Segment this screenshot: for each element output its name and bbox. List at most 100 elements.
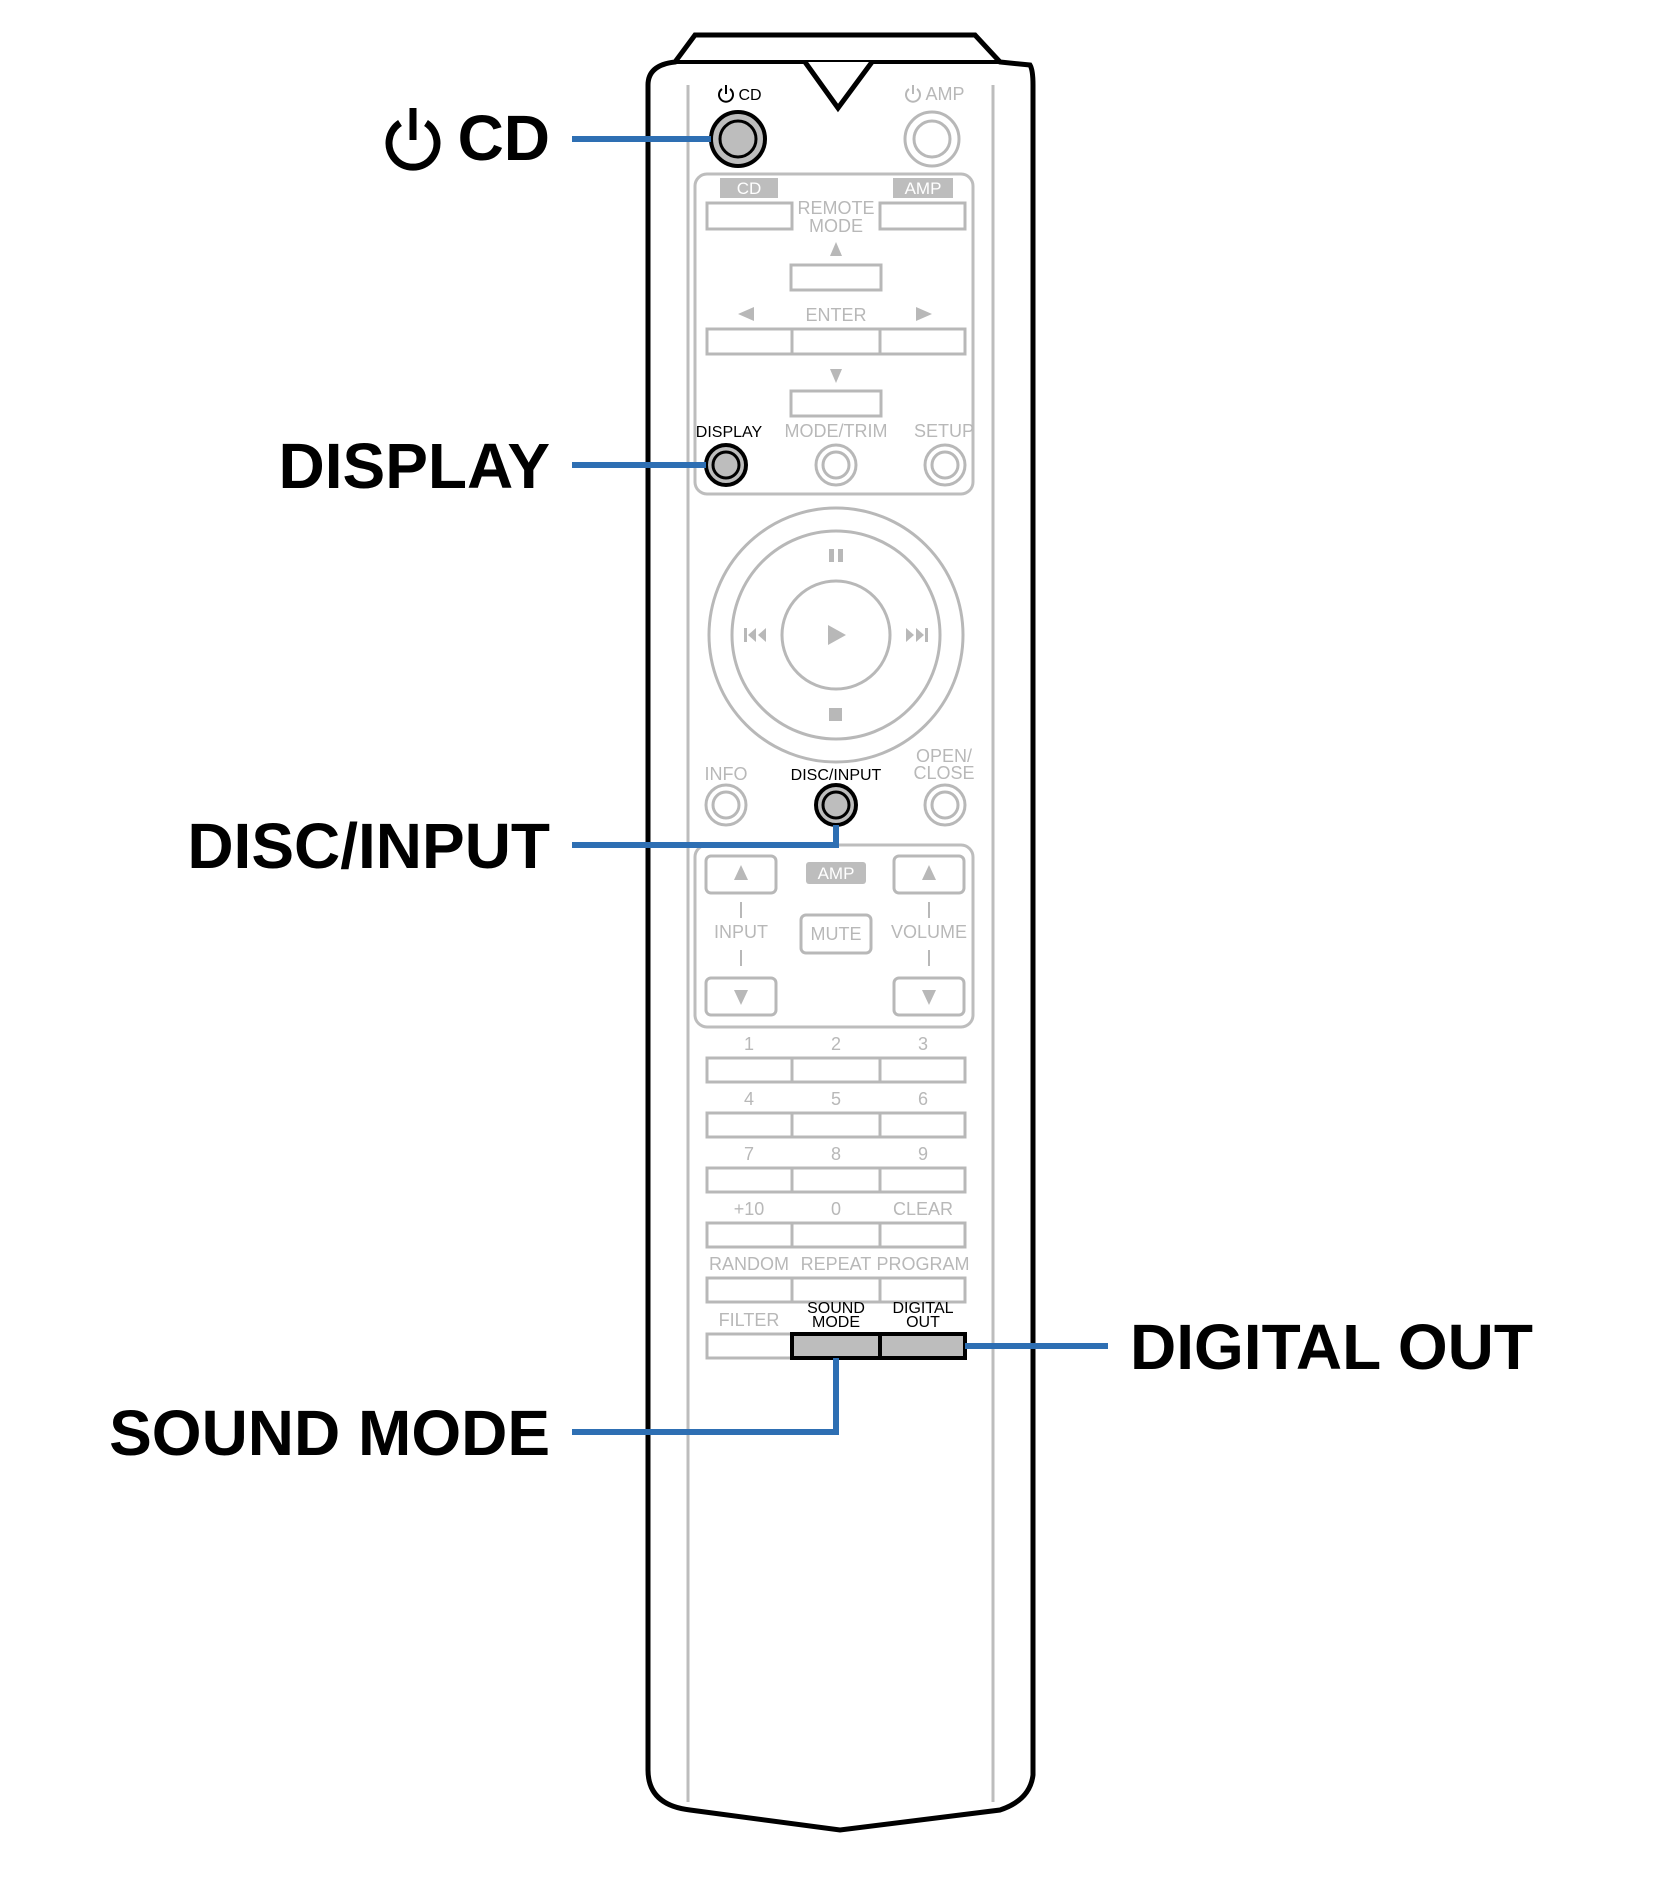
setup-label: SETUP bbox=[914, 421, 974, 441]
digital-out-label-2: OUT bbox=[906, 1314, 940, 1331]
sound-mode-button[interactable] bbox=[790, 1332, 882, 1360]
open-close-label-1: OPEN/ bbox=[916, 746, 972, 766]
arrow-down-icon bbox=[830, 369, 842, 383]
remote-mode-label-1: REMOTE bbox=[797, 198, 874, 218]
stop-icon bbox=[829, 708, 842, 721]
play-icon bbox=[828, 625, 846, 645]
disc-input-button-inner bbox=[821, 790, 851, 820]
disc-input-label: DISC/INPUT bbox=[791, 767, 882, 784]
key-label: 9 bbox=[918, 1144, 928, 1164]
filter-label: FILTER bbox=[719, 1310, 780, 1330]
input-up-icon bbox=[734, 865, 748, 880]
info-label: INFO bbox=[705, 764, 748, 784]
power-icon bbox=[718, 85, 734, 103]
volume-down-icon bbox=[922, 990, 936, 1005]
callout-digital-out-label: DIGITAL OUT bbox=[1130, 1311, 1533, 1383]
key-5-button[interactable] bbox=[790, 1111, 882, 1139]
key-9-button[interactable] bbox=[878, 1166, 967, 1194]
remote-mode-amp-button[interactable] bbox=[878, 201, 967, 231]
setup-button-inner bbox=[930, 450, 960, 480]
key-label: 8 bbox=[831, 1144, 841, 1164]
arrow-right-icon bbox=[916, 307, 932, 321]
key-7-button[interactable] bbox=[705, 1166, 794, 1194]
key-label: 3 bbox=[918, 1034, 928, 1054]
key-1-button[interactable] bbox=[705, 1056, 794, 1084]
callout-display-label: DISPLAY bbox=[279, 430, 551, 502]
nav-panel-frame bbox=[693, 172, 975, 496]
pause-button[interactable] bbox=[810, 538, 862, 572]
input-label: INPUT bbox=[714, 922, 768, 942]
key-label: 0 bbox=[831, 1199, 841, 1219]
mode-trim-label: MODE/TRIM bbox=[785, 421, 888, 441]
display-label: DISPLAY bbox=[696, 424, 763, 441]
callout-disc-input-label: DISC/INPUT bbox=[187, 810, 550, 882]
skip-back-button[interactable] bbox=[735, 615, 777, 655]
volume-label: VOLUME bbox=[891, 922, 967, 942]
power-icon bbox=[385, 108, 441, 171]
skip-back-icon bbox=[744, 628, 766, 642]
callout-power-cd: CD bbox=[385, 102, 550, 174]
random-button[interactable] bbox=[705, 1276, 794, 1304]
key-label: 2 bbox=[831, 1034, 841, 1054]
sound-mode-label-1: SOUND bbox=[807, 1300, 865, 1317]
mode-trim-button-inner bbox=[821, 450, 851, 480]
key-plus10-button[interactable] bbox=[705, 1221, 794, 1249]
key-clear-button[interactable] bbox=[878, 1221, 967, 1249]
cursor-down-button[interactable] bbox=[789, 389, 883, 418]
enter-label: ENTER bbox=[805, 305, 866, 325]
mute-label: MUTE bbox=[811, 924, 862, 944]
key-0-button[interactable] bbox=[790, 1221, 882, 1249]
cursor-right-button[interactable] bbox=[878, 327, 967, 356]
key-label: CLEAR bbox=[893, 1199, 953, 1219]
key-8-button[interactable] bbox=[790, 1166, 882, 1194]
power-cd-button-inner bbox=[718, 119, 758, 159]
enter-button[interactable] bbox=[790, 327, 882, 356]
volume-up-icon bbox=[922, 865, 936, 880]
display-button-inner bbox=[711, 450, 741, 480]
playback-wheel bbox=[707, 506, 965, 764]
key-6-button[interactable] bbox=[878, 1111, 967, 1139]
open-close-button-inner bbox=[930, 790, 960, 820]
random-label: RANDOM bbox=[709, 1254, 789, 1274]
program-button[interactable] bbox=[878, 1276, 967, 1304]
power-amp-label: AMP bbox=[925, 84, 964, 104]
leader-lines bbox=[572, 136, 1108, 1435]
skip-forward-button[interactable] bbox=[895, 615, 937, 655]
digital-out-label-1: DIGITAL bbox=[892, 1300, 953, 1317]
remote-mode-label-2: MODE bbox=[809, 216, 863, 236]
leader-line-disc-input bbox=[572, 825, 839, 848]
open-close-label-2: CLOSE bbox=[913, 763, 974, 783]
power-amp-group: AMP bbox=[903, 84, 965, 168]
key-label: +10 bbox=[734, 1199, 765, 1219]
cursor-up-button[interactable] bbox=[789, 263, 883, 292]
tab-amp bbox=[893, 178, 953, 198]
cursor-left-button[interactable] bbox=[705, 327, 794, 356]
pause-icon bbox=[829, 549, 843, 562]
callout-power-cd-label: CD bbox=[458, 102, 550, 174]
callout-sound-mode-label: SOUND MODE bbox=[109, 1397, 550, 1469]
key-4-button[interactable] bbox=[705, 1111, 794, 1139]
digital-out-button[interactable] bbox=[878, 1332, 967, 1360]
stop-button[interactable] bbox=[810, 698, 862, 732]
key-label: 7 bbox=[744, 1144, 754, 1164]
key-3-button[interactable] bbox=[878, 1056, 967, 1084]
program-label: PROGRAM bbox=[876, 1254, 969, 1274]
remote-mode-cd-button[interactable] bbox=[705, 201, 794, 231]
mute-button[interactable] bbox=[799, 913, 873, 955]
power-icon bbox=[905, 85, 921, 103]
key-label: 5 bbox=[831, 1089, 841, 1109]
key-label: 4 bbox=[744, 1089, 754, 1109]
arrow-left-icon bbox=[738, 307, 754, 321]
power-cd-group: CD bbox=[709, 85, 767, 168]
filter-button[interactable] bbox=[705, 1332, 794, 1360]
key-2-button[interactable] bbox=[790, 1056, 882, 1084]
repeat-button[interactable] bbox=[790, 1276, 882, 1304]
key-label: 1 bbox=[744, 1034, 754, 1054]
power-cd-label: CD bbox=[738, 87, 761, 104]
info-button-inner bbox=[711, 790, 741, 820]
tab-amp-label: AMP bbox=[905, 179, 942, 198]
leader-line-sound-mode bbox=[572, 1358, 839, 1435]
tab-cd bbox=[720, 178, 778, 198]
repeat-label: REPEAT bbox=[801, 1254, 872, 1274]
